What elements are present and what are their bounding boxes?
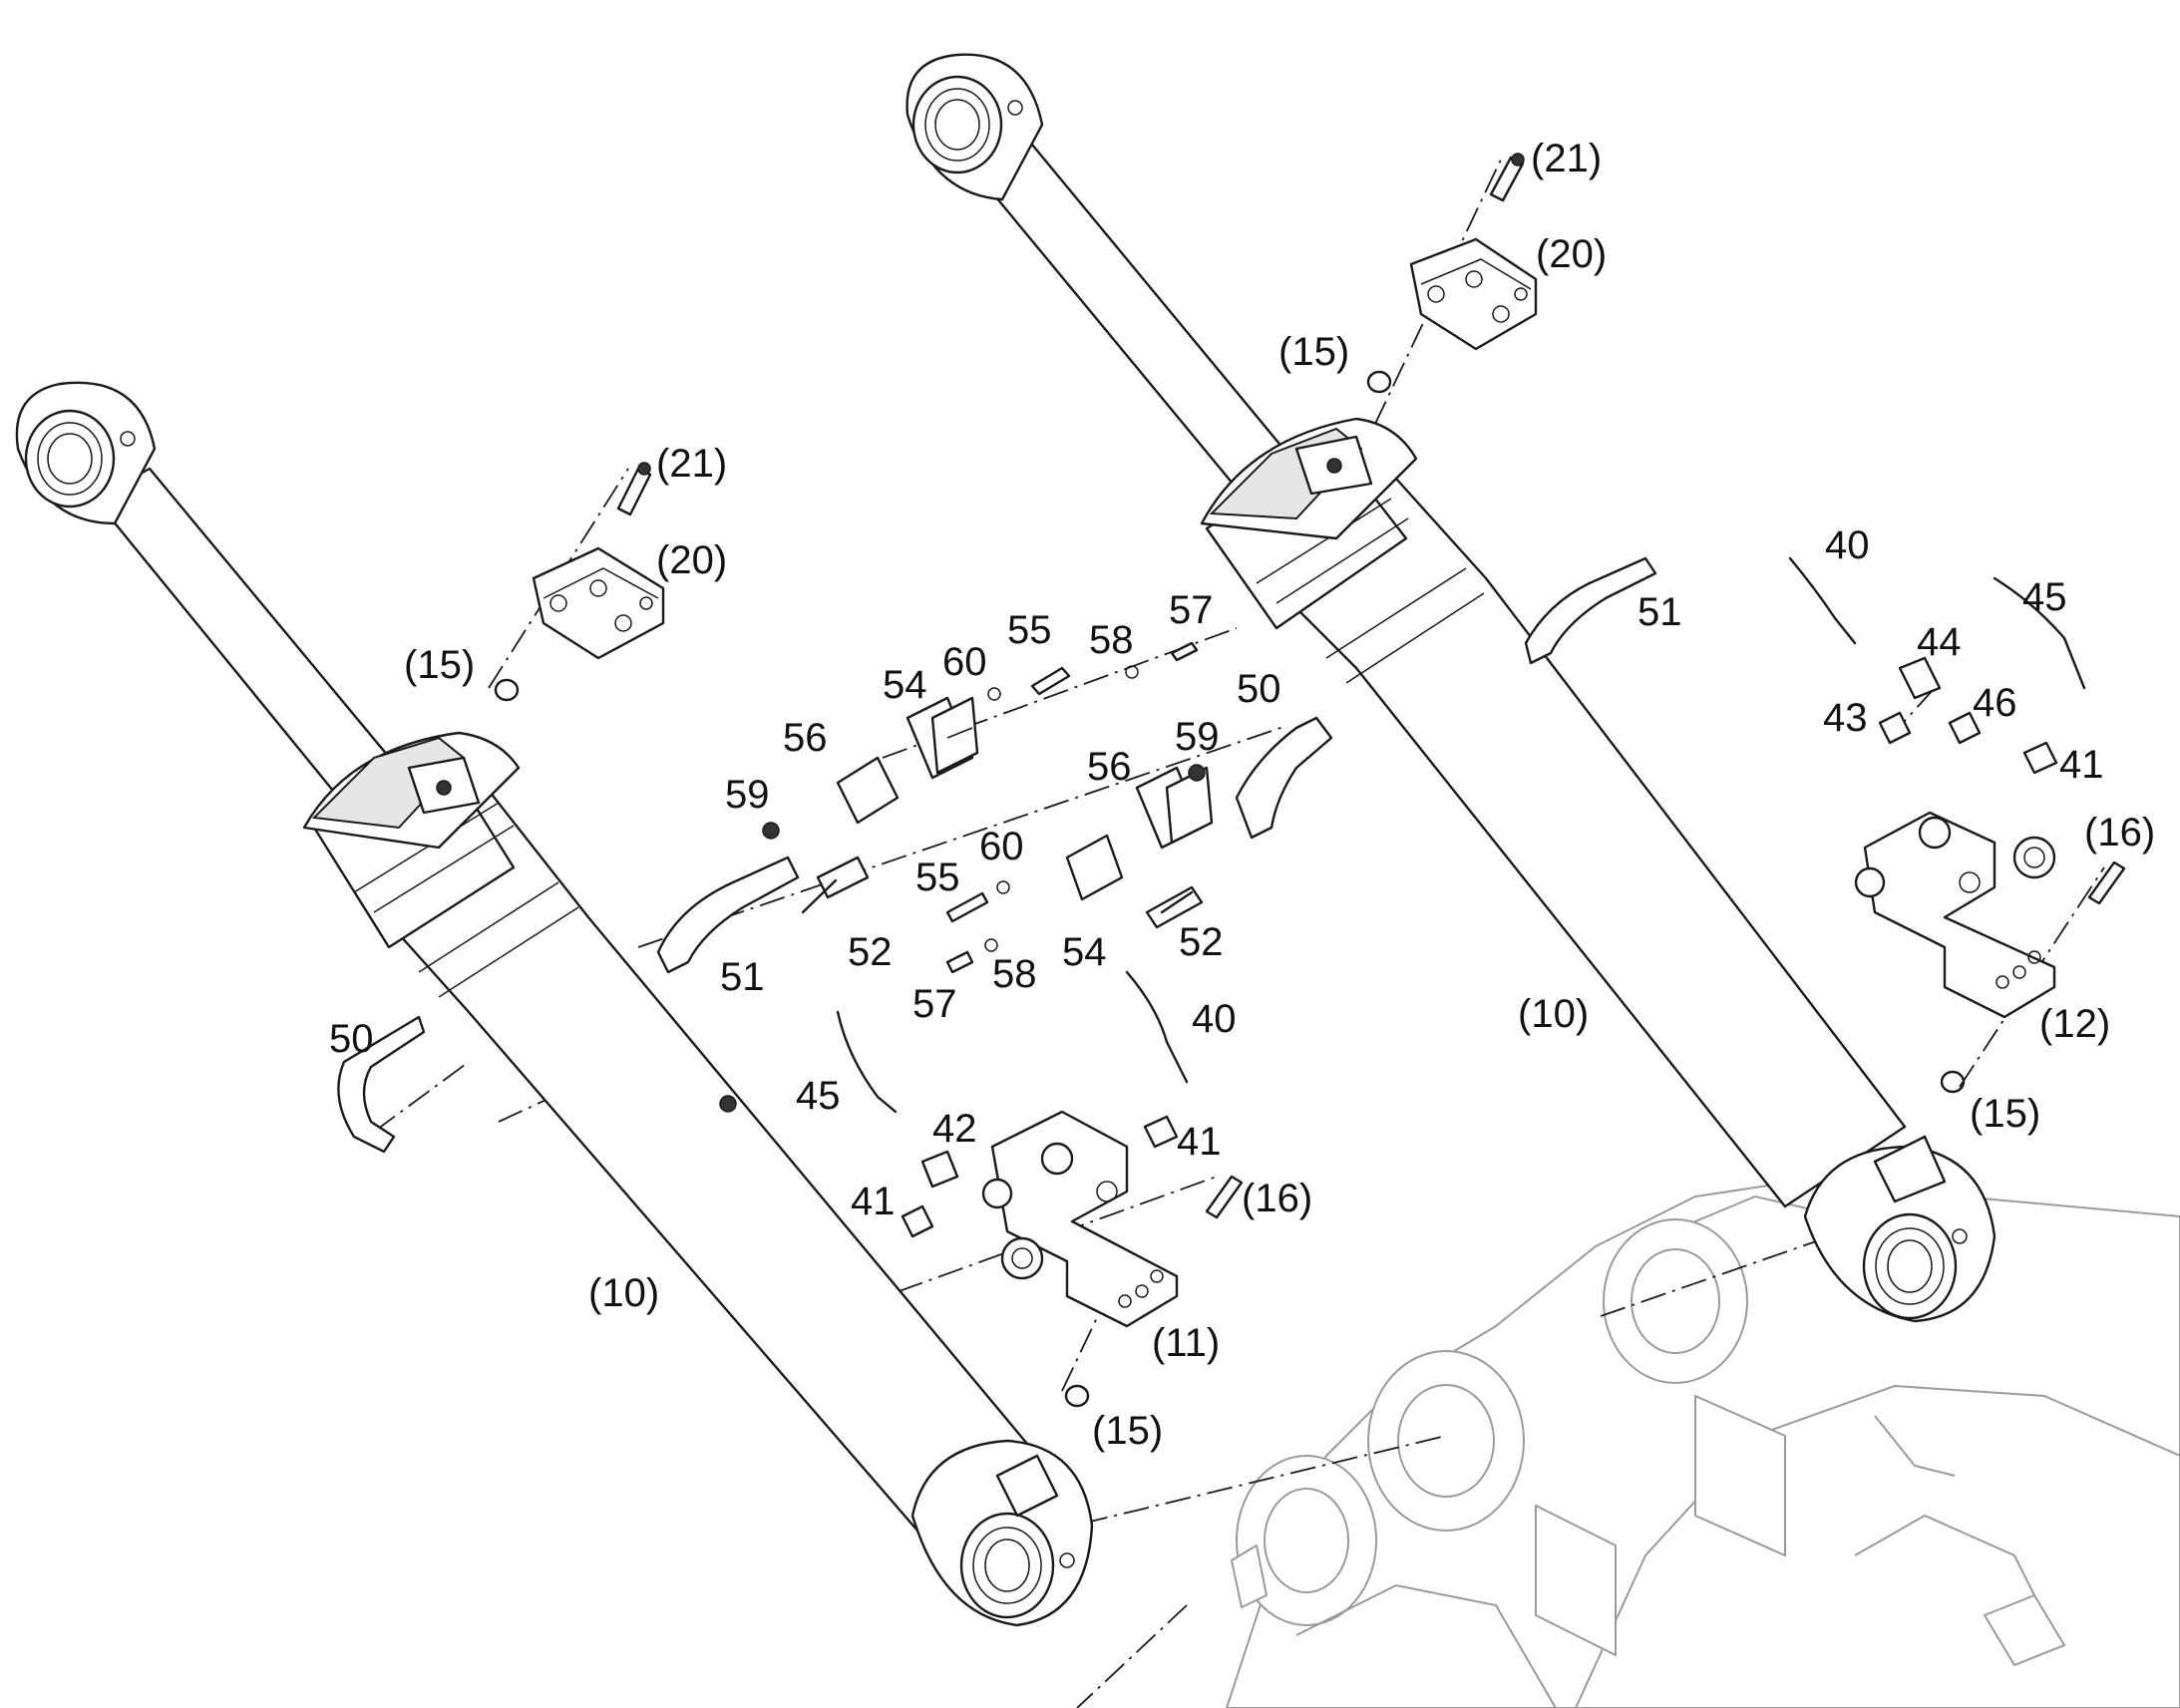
fitting-41-left xyxy=(901,1204,934,1238)
boom-bracket-background xyxy=(1226,1181,2180,1708)
label-16-right: (16) xyxy=(2084,811,2155,854)
clamp-51-right xyxy=(1524,556,1657,665)
label-58-upper: 58 xyxy=(1089,618,1134,662)
hose-40-right xyxy=(1788,556,1857,645)
label-43: 43 xyxy=(1823,696,1868,740)
label-11: (11) xyxy=(1152,1321,1220,1365)
clamp-50-left xyxy=(337,1015,426,1154)
clamp-51-left xyxy=(656,855,800,974)
label-10-left: (10) xyxy=(588,1271,659,1315)
label-45-left: 45 xyxy=(796,1074,841,1118)
hydraulic-cylinder-right xyxy=(906,53,1997,1323)
label-56-upper: 56 xyxy=(783,716,828,760)
fitting-46 xyxy=(1948,711,1982,745)
label-42: 42 xyxy=(932,1107,977,1151)
label-54-lower: 54 xyxy=(1062,930,1107,974)
ring-15-right-top xyxy=(1366,370,1392,394)
label-55-lower: 55 xyxy=(915,855,960,899)
label-12: (12) xyxy=(2039,1002,2110,1046)
label-20-right: (20) xyxy=(1536,232,1607,276)
valve-block-12 xyxy=(1854,811,2056,1019)
label-59-right: 59 xyxy=(1175,715,1220,759)
label-40-center: 40 xyxy=(1192,997,1237,1041)
label-57-upper: 57 xyxy=(1169,588,1214,632)
fitting-43 xyxy=(1878,711,1912,745)
label-60-upper: 60 xyxy=(942,640,987,684)
hydraulic-cylinder-left xyxy=(15,381,1094,1627)
label-15-left-bottom: (15) xyxy=(1092,1409,1163,1453)
label-21-right: (21) xyxy=(1531,137,1602,180)
ring-15-left-top xyxy=(494,678,520,702)
label-54-upper: 54 xyxy=(883,663,927,707)
label-10-right: (10) xyxy=(1518,992,1589,1036)
label-15-left-top: (15) xyxy=(404,643,475,687)
label-50-center: 50 xyxy=(1237,667,1281,711)
fitting-41-center xyxy=(1143,1115,1179,1149)
label-40-right: 40 xyxy=(1825,523,1870,567)
fitting-42 xyxy=(920,1150,959,1189)
ring-15-right-bottom xyxy=(1940,1070,1966,1094)
label-58-lower: 58 xyxy=(992,952,1037,996)
bracket-set-upper xyxy=(719,641,1199,1113)
label-41-right: 41 xyxy=(2059,743,2104,787)
label-51-left: 51 xyxy=(720,955,765,999)
label-16-left: (16) xyxy=(1242,1177,1312,1220)
label-52-left: 52 xyxy=(848,930,893,974)
label-44: 44 xyxy=(1917,620,1962,664)
label-55-upper: 55 xyxy=(1007,608,1052,652)
label-21-left: (21) xyxy=(656,442,727,486)
label-20-left: (20) xyxy=(656,538,727,582)
hose-45-right xyxy=(1993,576,2086,690)
clamp-50-center xyxy=(1235,716,1333,840)
label-51-right: 51 xyxy=(1637,590,1682,634)
label-50-left: 50 xyxy=(329,1017,374,1061)
label-41-center: 41 xyxy=(1177,1120,1222,1164)
ring-15-left-bottom xyxy=(1064,1384,1090,1408)
block-20-left xyxy=(532,546,665,660)
label-59-left: 59 xyxy=(725,773,770,817)
fitting-41-right xyxy=(2022,741,2058,775)
bolt-16-left xyxy=(1205,1175,1244,1219)
bolt-21-right xyxy=(1489,153,1525,202)
hose-40-center xyxy=(1125,970,1189,1084)
label-45-right: 45 xyxy=(2022,575,2067,619)
label-46: 46 xyxy=(1973,681,2017,725)
bolt-16-right xyxy=(2087,860,2126,905)
valve-block-11 xyxy=(981,1110,1179,1328)
bracket-set-lower xyxy=(945,764,1214,974)
label-15-right-top: (15) xyxy=(1278,330,1349,374)
label-57-lower: 57 xyxy=(912,982,957,1026)
label-60-lower: 60 xyxy=(979,825,1024,868)
label-41-left: 41 xyxy=(851,1180,896,1223)
block-20-right xyxy=(1409,237,1538,351)
label-15-right-bottom: (15) xyxy=(1970,1092,2040,1136)
hose-45-left xyxy=(836,1010,898,1114)
bolt-21-left xyxy=(616,462,652,516)
callout-labels: (10) (10) (11) (12) (15) (15) (15) (15) … xyxy=(329,137,2155,1453)
label-52-right: 52 xyxy=(1179,920,1224,964)
label-56-lower: 56 xyxy=(1087,745,1132,789)
fitting-44 xyxy=(1898,656,1942,700)
